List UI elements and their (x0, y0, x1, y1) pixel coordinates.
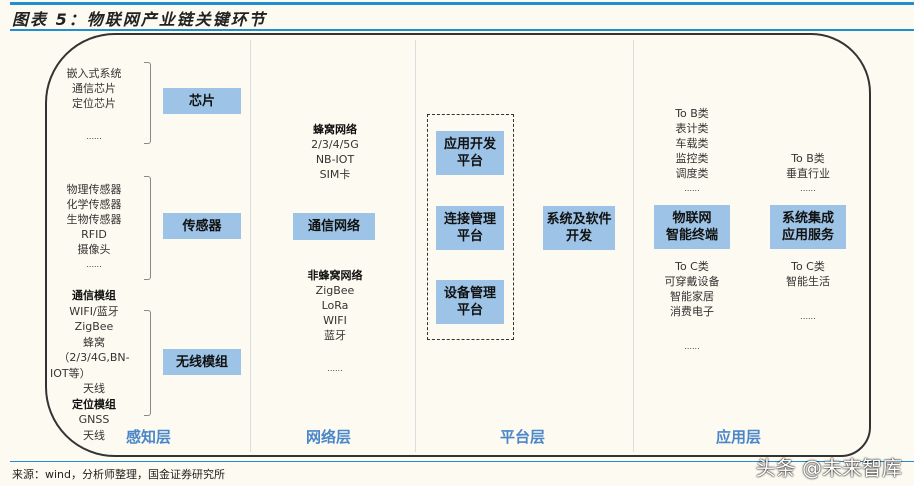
list-item: RFID (81, 228, 107, 241)
layer-label-network: 网络层 (306, 428, 352, 446)
list-item: 生物传感器 (66, 213, 122, 226)
terminal-tob: To B类 表计类 车载类 监控类 调度类 ...... (652, 106, 732, 196)
list-item: IOT等） (50, 366, 91, 380)
wireless-module-box: 无线模组 (163, 349, 241, 375)
list-item: To B类 (675, 107, 709, 120)
list-item: 化学传感器 (66, 198, 122, 211)
sensor-items: 物理传感器 化学传感器 生物传感器 RFID 摄像头 ...... (50, 182, 138, 272)
ellipsis: ...... (86, 132, 102, 141)
source-note: 来源：wind，分析师整理，国金证券研究所 (12, 468, 226, 481)
list-item: 天线 (83, 428, 105, 442)
divider (415, 40, 416, 452)
terminal-toc: To C类 可穿戴设备 智能家居 消费电子 ...... (652, 259, 732, 354)
divider (250, 40, 251, 452)
connection-mgmt-platform-box: 连接管理 平台 (436, 206, 504, 250)
list-item: 天线 (83, 382, 105, 395)
layer-label-perception: 感知层 (126, 428, 172, 446)
list-item: ZigBee (315, 284, 355, 297)
system-integration-box: 系统集成 应用服务 (770, 205, 846, 249)
chip-items: 嵌入式系统 通信芯片 定位芯片 ...... (50, 66, 138, 144)
list-item: 监控类 (675, 152, 709, 165)
iot-terminal-box: 物联网 智能终端 (654, 205, 730, 249)
ellipsis: ...... (800, 184, 816, 193)
list-item: 蓝牙 (324, 329, 346, 342)
list-item: 通信芯片 (72, 82, 116, 95)
list-item: To C类 (675, 260, 709, 273)
list-item: WIFI (323, 314, 347, 327)
list-heading: 非蜂窝网络 (307, 269, 363, 282)
list-item: To C类 (791, 260, 825, 273)
divider (633, 40, 634, 452)
list-item: 蜂窝 (83, 335, 105, 349)
list-item: （2/3/4G,BN- (58, 351, 130, 364)
service-tob: To B类 垂直行业 ...... (768, 151, 848, 196)
chip-box: 芯片 (163, 88, 241, 114)
list-heading: 通信模组 (72, 289, 116, 302)
ellipsis: ...... (684, 184, 700, 193)
ellipsis: ...... (684, 342, 700, 351)
list-item: ZigBee (74, 320, 114, 333)
list-item: To B类 (791, 152, 825, 165)
cellular-items: 蜂窝网络 2/3/4/5G NB-IOT SIM卡 (280, 122, 390, 182)
ellipsis: ...... (86, 260, 102, 269)
list-item: WIFI/蓝牙 (69, 304, 119, 318)
list-item: 物理传感器 (66, 183, 122, 196)
list-item: SIM卡 (319, 168, 351, 181)
list-item: GNSS (78, 413, 110, 426)
list-item: 垂直行业 (786, 167, 830, 180)
figure-title: 图表 5：物联网产业链关键环节 (12, 10, 267, 29)
service-toc: To C类 智能生活 ...... (768, 259, 848, 324)
list-item: 2/3/4/5G (311, 138, 359, 151)
layer-label-platform: 平台层 (500, 428, 546, 446)
diagram-frame (45, 33, 871, 457)
app-dev-platform-box: 应用开发 平台 (436, 131, 504, 175)
list-item: 调度类 (675, 167, 709, 180)
list-item: 消费电子 (670, 305, 714, 318)
bracket (144, 62, 151, 144)
layer-label-application: 应用层 (716, 428, 762, 446)
bracket (144, 176, 151, 280)
title-rule (10, 29, 914, 31)
list-item: 智能家居 (670, 290, 714, 303)
top-rule (10, 2, 914, 5)
sensor-box: 传感器 (163, 213, 241, 239)
platform-group (427, 114, 514, 340)
list-item: 摄像头 (77, 243, 111, 256)
bracket (144, 310, 151, 416)
footer-rule (10, 461, 914, 462)
list-item: 可穿戴设备 (664, 275, 720, 288)
noncellular-items: 非蜂窝网络 ZigBee LoRa WIFI 蓝牙 ...... (280, 268, 390, 376)
software-dev-box: 系统及软件 开发 (543, 206, 615, 250)
ellipsis: ...... (800, 312, 816, 321)
list-item: 定位芯片 (72, 97, 116, 110)
list-item: LoRa (321, 299, 349, 312)
list-heading: 定位模组 (72, 397, 116, 411)
device-mgmt-platform-box: 设备管理 平台 (436, 280, 504, 324)
wireless-items: 通信模组 WIFI/蓝牙 ZigBee 蜂窝 （2/3/4G,BN- IOT等）… (50, 288, 138, 443)
watermark: 头条 @未来智库 (755, 456, 902, 480)
list-item: 车载类 (675, 137, 709, 150)
ellipsis: ...... (327, 364, 343, 373)
comm-network-box: 通信网络 (293, 213, 375, 240)
list-item: 表计类 (675, 122, 709, 135)
list-item: 嵌入式系统 (66, 67, 122, 80)
list-item: NB-IOT (315, 153, 355, 166)
list-heading: 蜂窝网络 (313, 123, 357, 136)
list-item: 智能生活 (786, 275, 830, 288)
